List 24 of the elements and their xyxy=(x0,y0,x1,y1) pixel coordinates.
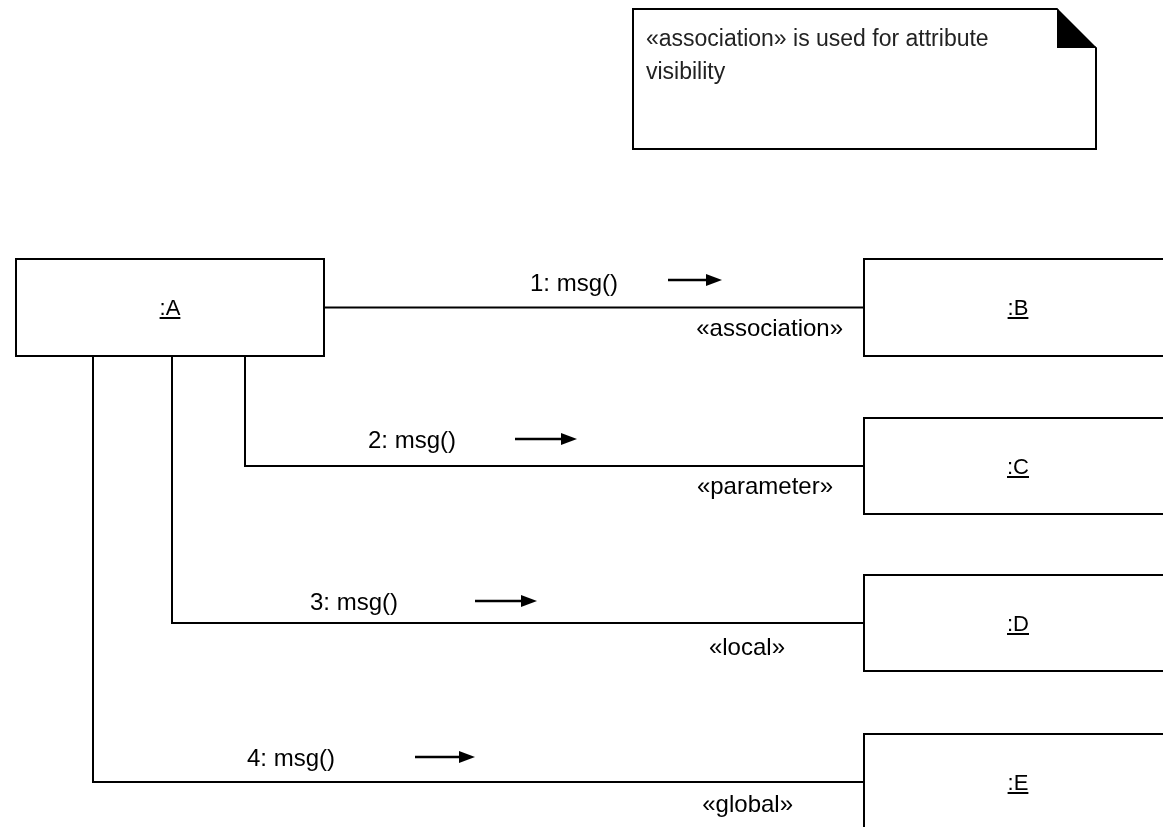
note-text: «association» is used for attribute visibility xyxy=(646,24,990,86)
message-label: 4: msg() xyxy=(247,746,335,770)
message-label: 3: msg() xyxy=(310,590,398,614)
message-label: 2: msg() xyxy=(368,428,456,452)
link-line xyxy=(92,356,864,783)
object-box xyxy=(863,258,1163,357)
note-box xyxy=(632,8,1097,150)
object-name: :D xyxy=(1007,609,1029,638)
object-name: :C xyxy=(1007,452,1029,481)
object-name: :E xyxy=(1007,768,1029,797)
object-box xyxy=(15,258,325,357)
object-name: :A xyxy=(159,294,181,322)
object-name: :B xyxy=(1007,294,1029,322)
object-box xyxy=(863,417,1163,515)
stereotype-label: «global» xyxy=(702,792,793,816)
stereotype-label: «local» xyxy=(708,635,785,659)
object-box xyxy=(863,733,1163,827)
message-label: 1: msg() xyxy=(530,271,618,295)
link-line xyxy=(324,306,864,309)
link-line xyxy=(171,356,864,624)
object-box xyxy=(863,574,1163,672)
stereotype-label: «association» xyxy=(696,316,843,340)
link-line xyxy=(244,356,864,467)
stereotype-label: «parameter» xyxy=(696,474,833,498)
